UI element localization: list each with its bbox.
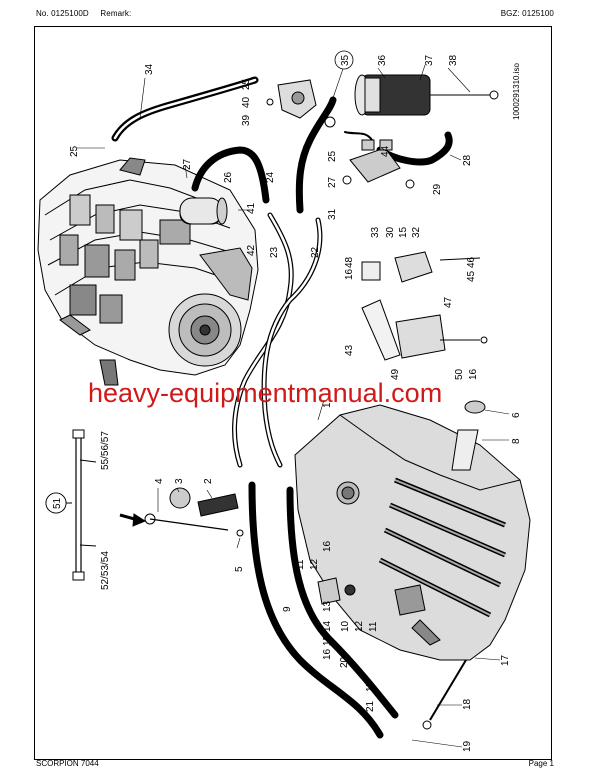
callout-12-a: 12 — [309, 558, 320, 570]
callout-38: 38 — [448, 54, 459, 66]
callout-21: 21 — [365, 700, 376, 712]
callout-10: 10 — [340, 620, 351, 632]
callout-9: 9 — [282, 606, 293, 612]
remark-label: Remark: — [100, 9, 132, 18]
callout-14: 14 — [322, 620, 333, 632]
bgz-number: BGZ: 0125100 — [500, 9, 554, 18]
callout-48: 48 — [344, 256, 355, 268]
callout-46: 46 — [466, 256, 477, 268]
callout-27-a: 27 — [182, 158, 193, 170]
callout-16-b: 16 — [468, 368, 479, 380]
callout-32: 32 — [411, 226, 422, 238]
callout-36: 36 — [377, 54, 388, 66]
footer-page: Page 1 — [528, 759, 554, 768]
callout-labels: 34 35 36 37 38 1000291310.iso 25 40 39 2… — [45, 50, 522, 752]
callout-47: 47 — [443, 296, 454, 308]
callout-33: 33 — [370, 226, 381, 238]
small-parts — [144, 400, 486, 730]
callout-39: 39 — [241, 114, 252, 126]
callout-16-a: 16 — [344, 268, 355, 280]
filter-41 — [179, 197, 228, 225]
callout-22: 22 — [310, 246, 321, 258]
watermark: heavy-equipmentmanual.com — [88, 378, 442, 408]
callout-25-a: 25 — [241, 78, 252, 90]
callout-55-56-57: 55/56/57 — [100, 431, 111, 470]
callout-16-d: 16 — [322, 648, 333, 660]
brackets — [361, 251, 488, 361]
callout-20: 20 — [339, 656, 350, 668]
callout-51: 51 — [52, 497, 63, 509]
drawing-id: 1000291310.iso — [512, 63, 521, 120]
callout-44: 44 — [380, 145, 391, 157]
drawing-frame — [34, 26, 552, 760]
callout-8: 8 — [511, 438, 522, 444]
callout-2: 2 — [203, 478, 214, 484]
callout-6: 6 — [511, 412, 522, 418]
hoses — [111, 76, 453, 739]
callout-40: 40 — [241, 96, 252, 108]
header-left: No. 0125100D Remark: — [36, 9, 131, 18]
callout-leaders — [77, 62, 510, 748]
callout-11-a: 11 — [295, 559, 306, 570]
callout-5: 5 — [234, 566, 245, 572]
callout-37: 37 — [424, 54, 435, 66]
callout-51-circle — [45, 492, 67, 514]
callout-24: 24 — [265, 171, 276, 183]
callout-29: 29 — [432, 183, 443, 195]
callout-19: 19 — [462, 740, 473, 752]
callout-43: 43 — [344, 344, 355, 356]
callout-18: 18 — [462, 698, 473, 710]
callout-52-53-54: 52/53/54 — [100, 551, 111, 590]
filter-36 — [354, 74, 499, 116]
callout-28: 28 — [462, 154, 473, 166]
callout-17-a: 17 — [500, 654, 511, 666]
footer-model: SCORPION 7044 — [36, 759, 99, 768]
callout-35-circle — [334, 50, 354, 70]
callout-16-c: 16 — [322, 540, 333, 552]
engine-illustration — [37, 157, 259, 386]
callout-12-b: 12 — [354, 620, 365, 632]
callout-41: 41 — [246, 202, 257, 214]
callout-35: 35 — [340, 54, 351, 66]
valve-44 — [342, 139, 415, 189]
callout-25-b: 25 — [69, 145, 80, 157]
callout-50: 50 — [454, 368, 465, 380]
pump-39 — [266, 79, 336, 128]
callout-1: 1 — [322, 402, 333, 408]
callout-26: 26 — [223, 171, 234, 183]
callout-4: 4 — [154, 478, 165, 484]
callout-3: 3 — [174, 478, 185, 484]
callout-23: 23 — [269, 246, 280, 258]
callout-42: 42 — [246, 244, 257, 256]
callout-45: 45 — [466, 270, 477, 282]
callout-31: 31 — [327, 208, 338, 220]
callout-30: 30 — [385, 226, 396, 238]
callout-15-a: 15 — [398, 226, 409, 238]
document-number: No. 0125100D — [36, 9, 89, 18]
callout-15-b: 15 — [322, 634, 333, 646]
callout-17-b: 17 — [365, 680, 376, 692]
callout-27-b: 27 — [327, 176, 338, 188]
callout-49: 49 — [390, 368, 401, 380]
callout-25-c: 25 — [327, 150, 338, 162]
callout-11-b: 11 — [368, 621, 379, 632]
callout-13: 13 — [322, 600, 333, 612]
callout-34: 34 — [144, 63, 155, 75]
